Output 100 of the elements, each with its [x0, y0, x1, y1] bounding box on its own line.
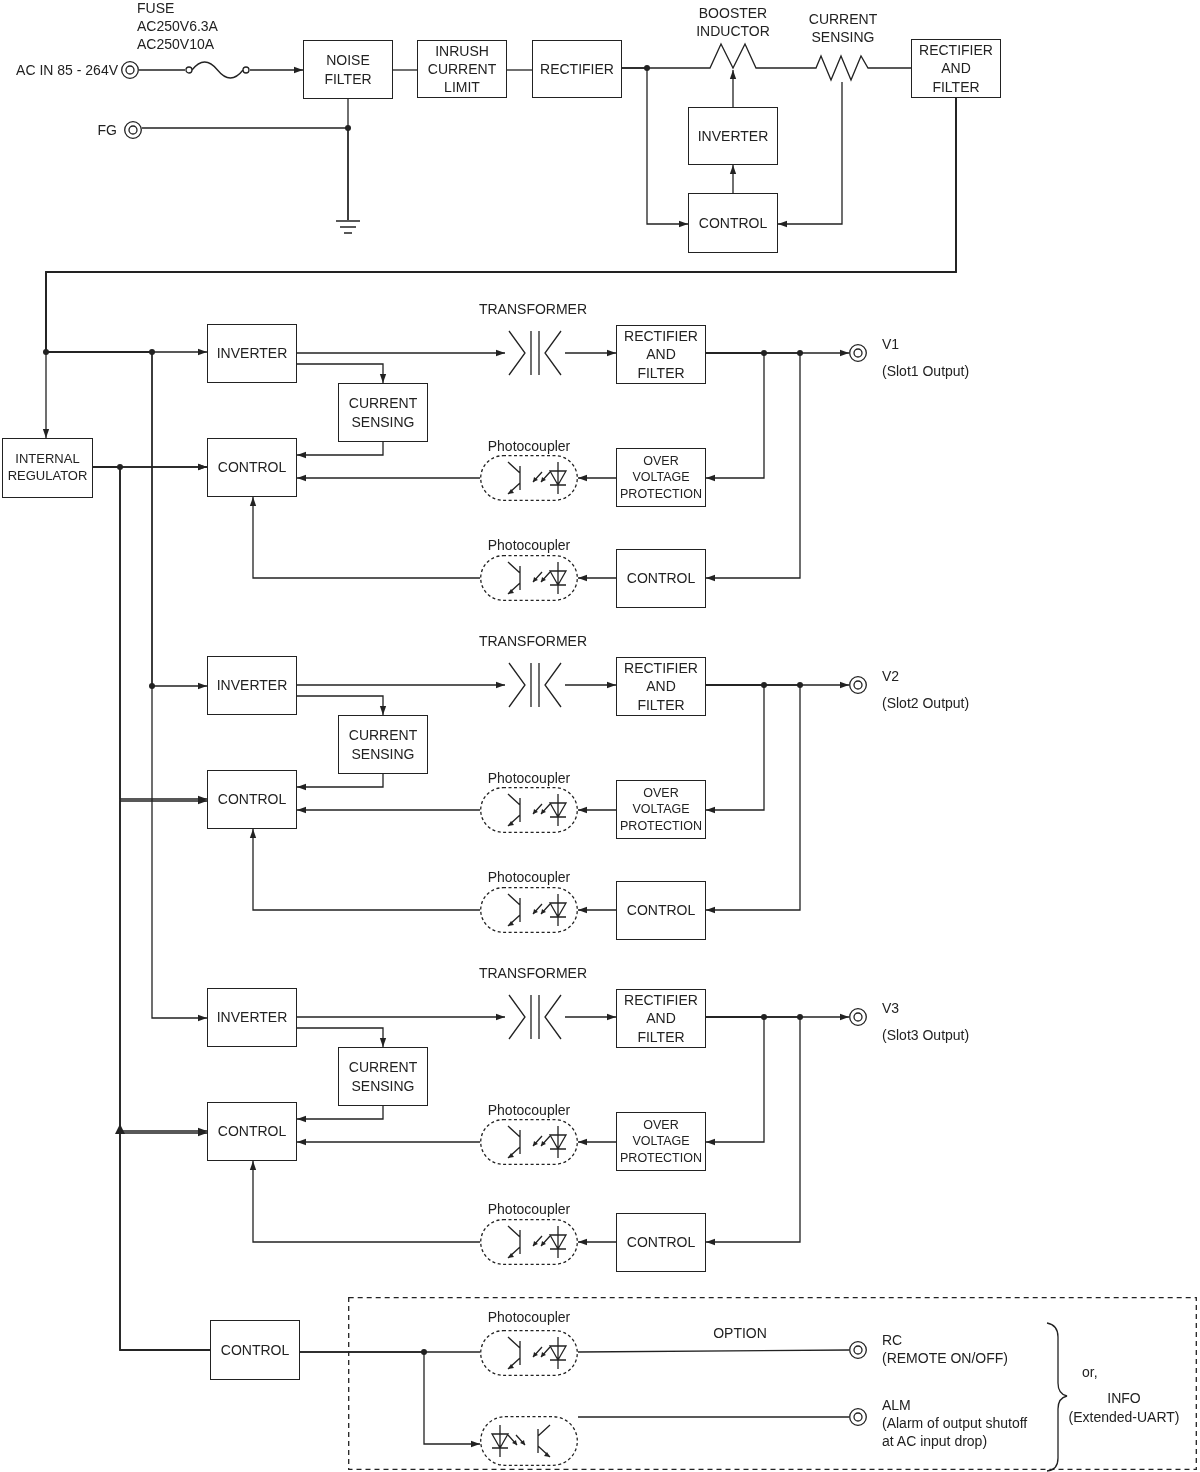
box-label: RECTIFIER AND FILTER: [624, 327, 698, 382]
box-label: RECTIFIER AND FILTER: [624, 991, 698, 1046]
component-label: TRANSFORMER: [478, 299, 588, 319]
note-label: INFO: [1107, 1388, 1141, 1408]
process-box: [338, 1047, 428, 1106]
arrow: [577, 574, 617, 582]
arrow: [564, 349, 617, 357]
arrow: [296, 349, 506, 357]
arrow: [577, 906, 617, 914]
arrow: [296, 1138, 481, 1146]
component-label: (Slot3 Output): [882, 1025, 970, 1045]
resistor-symbol: [810, 52, 876, 82]
box-label: INRUSH CURRENT LIMIT: [426, 41, 498, 97]
box-label: INTERNAL REGULATOR: [6, 451, 89, 485]
photocoupler-symbol: [480, 1219, 578, 1265]
component-label: (REMOTE ON/OFF): [882, 1348, 1008, 1368]
arrow: [577, 1138, 617, 1146]
arrow: [249, 828, 481, 911]
arrow: [705, 1016, 801, 1246]
box-label: CONTROL: [698, 213, 768, 233]
photocoupler-symbol: [480, 455, 578, 501]
process-box: [616, 657, 706, 716]
component-label: TRANSFORMER: [478, 631, 588, 651]
process-box: [616, 989, 706, 1048]
arrow: [296, 681, 506, 689]
process-box: [207, 656, 297, 715]
photocoupler-symbol: [480, 555, 578, 601]
component-label: Photocoupler: [487, 768, 571, 788]
arrow: [296, 695, 387, 716]
process-box: [616, 1213, 706, 1272]
process-box: [207, 324, 297, 383]
box-label: RECTIFIER AND FILTER: [919, 41, 993, 96]
terminal-symbol: [849, 1408, 867, 1426]
process-box: [338, 383, 428, 442]
arrow: [45, 97, 957, 1022]
arrow: [296, 474, 481, 482]
component-label: CURRENT SENSING: [807, 9, 879, 47]
box-label: RECTIFIER AND FILTER: [624, 659, 698, 714]
dashed-group-box: [348, 1297, 1197, 1470]
wire: [577, 1349, 850, 1353]
process-box: [688, 107, 778, 165]
ground-symbol: [336, 220, 360, 236]
arrow: [296, 773, 384, 791]
arrow: [621, 67, 689, 228]
component-label: Photocoupler: [487, 535, 571, 555]
box-label: INVERTER: [216, 1008, 288, 1027]
component-label: AC IN 85 - 264V: [16, 60, 118, 80]
process-box: [303, 40, 393, 99]
box-label: INVERTER: [697, 126, 769, 146]
arrow: [92, 466, 208, 1135]
box-label: OVER VOLTAGE PROTECTION: [620, 453, 702, 502]
wire: [392, 69, 418, 71]
wire: [765, 67, 811, 69]
arrow: [249, 66, 304, 74]
photocoupler-symbol: [480, 887, 578, 933]
process-box: [911, 39, 1001, 98]
component-label: (Alarm of output shutoff at AC input drop): [882, 1413, 1029, 1451]
inductor-symbol: [700, 42, 766, 70]
terminal-symbol: [121, 61, 139, 79]
box-label: NOISE FILTER: [323, 51, 373, 88]
arrow: [577, 1238, 617, 1246]
wire: [875, 67, 912, 69]
process-box: [338, 715, 428, 774]
box-label: INVERTER: [216, 344, 288, 363]
box-label: CONTROL: [220, 1340, 290, 1360]
photocoupler-symbol: [480, 1416, 578, 1466]
component-label: Photocoupler: [487, 1307, 571, 1327]
wire: [141, 127, 349, 221]
box-label: CONTROL: [626, 569, 696, 588]
box-label: CURRENT SENSING: [347, 1058, 419, 1095]
process-box: [616, 881, 706, 940]
component-label: V3: [882, 998, 900, 1018]
arrow: [729, 164, 737, 194]
arrow: [296, 806, 481, 814]
box-label: CONTROL: [217, 1122, 287, 1141]
arrow: [729, 69, 737, 108]
component-label: FG: [97, 120, 117, 140]
terminal-symbol: [849, 676, 867, 694]
box-label: CONTROL: [217, 458, 287, 477]
process-box: [207, 770, 297, 829]
arrow: [296, 1105, 384, 1123]
fuse-symbol: [185, 60, 250, 80]
component-label: FUSE: [137, 0, 175, 18]
arrow: [296, 1027, 387, 1048]
process-box: [616, 549, 706, 608]
process-box: [688, 193, 778, 253]
process-box: [616, 325, 706, 384]
arrow: [564, 681, 617, 689]
box-label: RECTIFIER: [540, 59, 614, 79]
component-label: (Slot2 Output): [882, 693, 970, 713]
component-label: RC: [882, 1330, 903, 1350]
component-label: V2: [882, 666, 900, 686]
arrow: [249, 496, 481, 579]
component-label: TRANSFORMER: [478, 963, 588, 983]
arrow: [577, 806, 617, 814]
process-box: [210, 1320, 300, 1380]
wire: [577, 1416, 850, 1418]
box-label: CURRENT SENSING: [347, 394, 419, 431]
box-label: CONTROL: [626, 901, 696, 920]
component-label: AC250V10A: [137, 34, 215, 54]
